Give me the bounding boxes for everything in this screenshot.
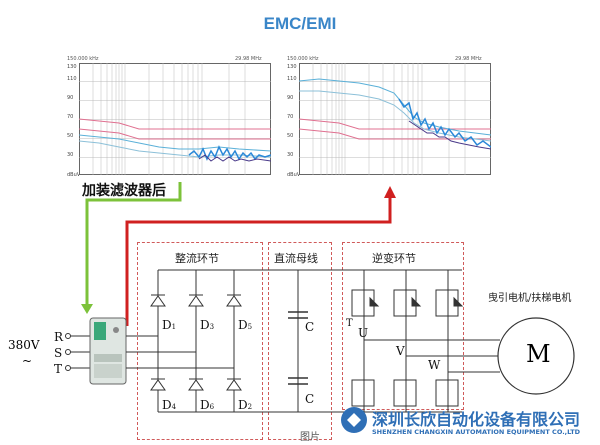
diode-label: D6 (200, 398, 214, 412)
emc-filter-device (65, 317, 127, 385)
rectifier-title: 整流环节 (175, 252, 219, 265)
plot-y-tick: 70 (67, 114, 74, 120)
plot-y-unit: dBuV (67, 172, 81, 178)
diode-label: D5 (238, 318, 252, 332)
diode-sub: 6 (209, 403, 215, 411)
phase-t-label: T (54, 362, 63, 376)
diode-label: D3 (200, 318, 214, 332)
capacitor-label: C (305, 392, 315, 406)
plot-y-tick: 90 (287, 95, 294, 101)
plot-y-tick: 30 (67, 152, 74, 158)
diode-letter: D (238, 318, 248, 332)
motor-symbol: M (526, 340, 551, 368)
diode-letter: D (238, 398, 248, 412)
plot-y-tick: 110 (67, 76, 77, 82)
motor-label: 曳引电机/扶梯电机 (488, 293, 572, 304)
plot-y-unit: dBuV (287, 172, 301, 178)
diode-label: D1 (162, 318, 176, 332)
plot-y-tick: 90 (67, 95, 74, 101)
phase-r-label: R (54, 330, 64, 344)
brand-logo-icon (341, 407, 367, 433)
plot-y-tick: 130 (67, 64, 77, 70)
inverter-title: 逆变环节 (372, 252, 416, 265)
emc-plot-after-filter: 150.000 kHz 29.98 MHz 130 110 90 70 50 3… (65, 56, 275, 181)
diode-letter: D (162, 398, 172, 412)
green-arrowhead (81, 304, 93, 314)
inverter-section (342, 242, 464, 410)
plot-y-tick: 30 (287, 152, 294, 158)
diode-label: D2 (238, 398, 252, 412)
filter-label: 加装滤波器后 (82, 183, 166, 199)
plot-y-tick: 110 (287, 76, 297, 82)
diode-sub: 3 (209, 323, 215, 331)
phase-s-label: S (54, 346, 63, 360)
diode-label: D4 (162, 398, 176, 412)
diode-sub: 2 (247, 403, 253, 411)
diode-letter: D (200, 318, 210, 332)
plot-freq-start: 150.000 kHz (67, 56, 99, 62)
capacitor-label: C (305, 320, 315, 334)
diode-sub: 5 (247, 323, 253, 331)
red-arrow (125, 196, 392, 326)
dc-bus-section (268, 242, 332, 440)
plot-y-tick: 50 (287, 133, 294, 139)
plot-y-tick: 70 (287, 114, 294, 120)
input-voltage: 380V (8, 338, 40, 352)
plot-y-tick: 50 (67, 133, 74, 139)
plot-grid-and-traces (79, 63, 271, 175)
output-w-label: W (428, 358, 441, 372)
emc-plot-before-filter: 150.000 kHz 29.98 MHz 130 110 90 70 50 3… (285, 56, 495, 181)
output-v-label: V (396, 344, 405, 358)
brand-en: SHENZHEN CHANGXIN AUTOMATION EQUIPMENT C… (372, 428, 581, 436)
diode-letter: D (162, 318, 172, 332)
output-u-label: U (358, 326, 369, 340)
page-title: EMC/EMI (263, 14, 337, 33)
diode-sub: 4 (171, 403, 177, 411)
plot-freq-start: 150.000 kHz (287, 56, 319, 62)
input-tilde: ~ (22, 354, 33, 368)
plot-freq-end: 29.98 MHz (235, 56, 262, 62)
green-arrow (85, 182, 182, 306)
diode-sub: 1 (171, 323, 177, 331)
igbt-t-label: T (346, 318, 353, 329)
red-arrowhead (384, 186, 396, 198)
plot-y-tick: 130 (287, 64, 297, 70)
diode-letter: D (200, 398, 210, 412)
plot-freq-end: 29.98 MHz (455, 56, 482, 62)
image-caption: 图片 (300, 432, 320, 443)
brand-cn: 深圳长欣自动化设备有限公司 (372, 410, 581, 429)
dc-bus-title: 直流母线 (274, 252, 318, 265)
rectifier-section (137, 242, 263, 440)
plot-grid-and-traces (299, 63, 491, 175)
